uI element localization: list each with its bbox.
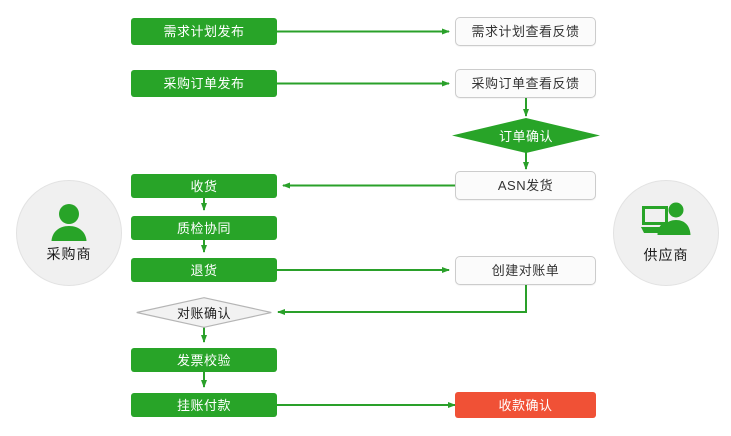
node-label: 对账确认 xyxy=(176,306,231,321)
node-label: 需求计划查看反馈 xyxy=(471,24,580,39)
actor-buyer[interactable]: 采购商 xyxy=(16,180,122,286)
node-payment[interactable]: 挂账付款 xyxy=(131,393,277,417)
node-label: 挂账付款 xyxy=(176,397,231,413)
node-return-goods[interactable]: 退货 xyxy=(131,258,277,282)
diamond-shape xyxy=(136,297,272,328)
person-computer-icon xyxy=(641,202,691,242)
node-statement-confirm[interactable]: 对账确认 xyxy=(136,297,272,328)
node-label: 需求计划发布 xyxy=(163,24,245,39)
node-demand-plan-feedback[interactable]: 需求计划查看反馈 xyxy=(455,17,596,46)
node-label: 采购订单查看反馈 xyxy=(471,76,580,91)
actor-buyer-label: 采购商 xyxy=(46,245,92,262)
node-asn-shipment[interactable]: ASN发货 xyxy=(455,171,596,200)
node-receipt-confirm[interactable]: 收款确认 xyxy=(455,392,596,418)
node-create-statement[interactable]: 创建对账单 xyxy=(455,256,596,285)
node-purchase-order-publish[interactable]: 采购订单发布 xyxy=(131,70,277,97)
node-invoice-verify[interactable]: 发票校验 xyxy=(131,348,277,372)
node-label: 退货 xyxy=(190,262,218,278)
node-label: 创建对账单 xyxy=(491,263,560,278)
node-label: 收货 xyxy=(190,178,218,194)
node-quality-inspection[interactable]: 质检协同 xyxy=(131,216,277,240)
node-purchase-order-feedback[interactable]: 采购订单查看反馈 xyxy=(455,69,596,98)
node-label: 收款确认 xyxy=(498,397,553,413)
node-label: ASN发货 xyxy=(497,178,554,193)
node-demand-plan-publish[interactable]: 需求计划发布 xyxy=(131,18,277,45)
actor-supplier-label: 供应商 xyxy=(643,246,689,263)
node-order-confirm[interactable]: 订单确认 xyxy=(452,118,600,153)
node-label: 发票校验 xyxy=(176,352,231,368)
actor-supplier[interactable]: 供应商 xyxy=(613,180,719,286)
person-icon xyxy=(49,203,89,241)
edge-n10-n11 xyxy=(277,284,527,315)
node-label: 质检协同 xyxy=(176,220,231,236)
node-receive-goods[interactable]: 收货 xyxy=(131,174,277,198)
node-label: 采购订单发布 xyxy=(163,76,245,91)
diamond-shape xyxy=(452,118,600,153)
node-label: 订单确认 xyxy=(498,129,553,144)
